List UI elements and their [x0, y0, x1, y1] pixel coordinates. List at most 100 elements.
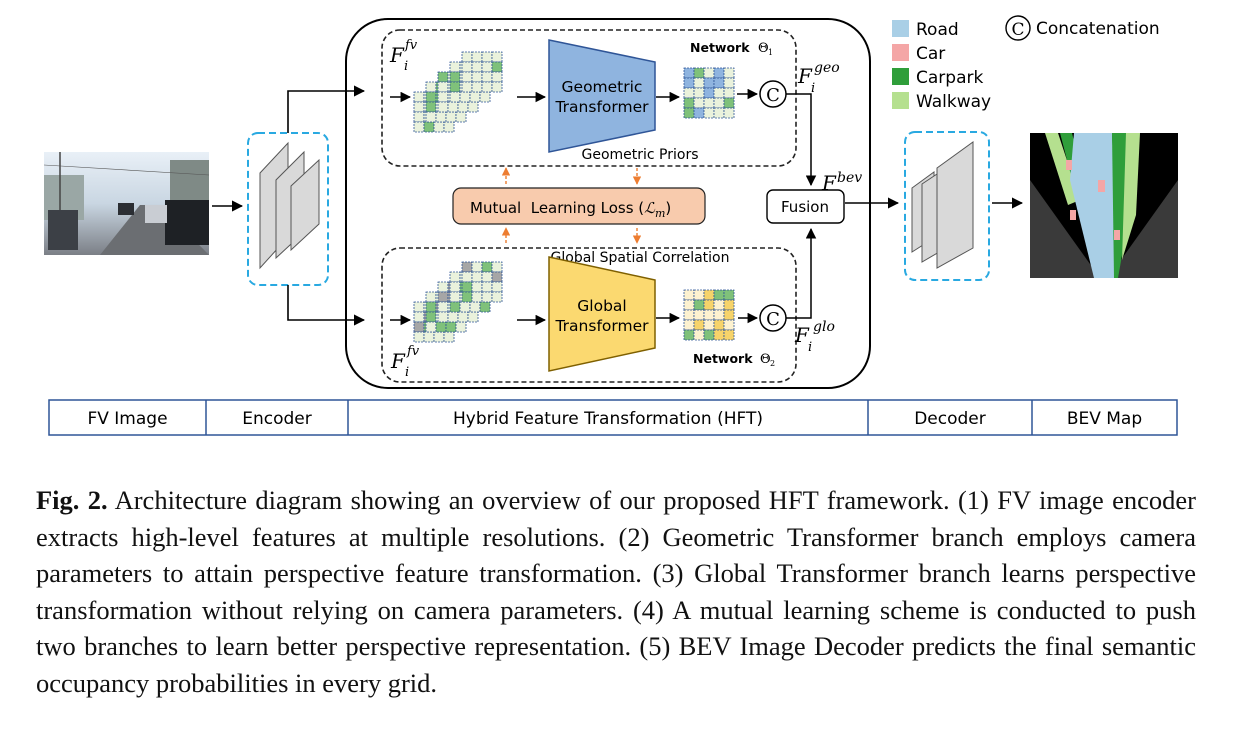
- feature-cell: [459, 301, 471, 313]
- output-cell: [723, 67, 735, 79]
- feature-cell: [413, 321, 425, 333]
- global-output-sub: i: [808, 340, 812, 355]
- concat-global-symbol: C: [766, 309, 780, 330]
- feature-cell: [447, 311, 459, 323]
- feature-cell: [461, 51, 473, 63]
- figure-caption: Fig. 2. Architecture diagram showing an …: [36, 482, 1196, 701]
- output-cell: [683, 77, 695, 89]
- feature-cell: [455, 111, 467, 123]
- global-output-sup: glo: [813, 319, 835, 335]
- feature-cell: [461, 61, 473, 73]
- feature-cell: [425, 291, 437, 303]
- feature-cell: [449, 61, 461, 73]
- output-cell: [723, 299, 735, 311]
- output-cell: [723, 289, 735, 301]
- concat-legend-icon: [1005, 15, 1031, 41]
- geometric-input-sup: fv: [404, 38, 418, 53]
- encoder-block: [247, 132, 329, 286]
- output-cell: [683, 107, 695, 119]
- feature-cell: [425, 311, 437, 323]
- feature-cell: [437, 291, 449, 303]
- mutual-loss-sub: m: [655, 207, 665, 220]
- output-cell: [713, 107, 725, 119]
- feature-cell: [471, 281, 483, 293]
- feature-cell: [413, 101, 425, 113]
- feature-cell: [449, 281, 461, 293]
- feature-cell: [437, 301, 449, 313]
- stage-label: FV Image: [87, 409, 167, 429]
- feature-cell: [471, 291, 483, 303]
- feature-cell: [467, 101, 479, 113]
- mutual-learning-loss-box: [452, 187, 706, 225]
- feature-cell: [435, 111, 447, 123]
- feature-cell: [491, 281, 503, 293]
- output-cell: [703, 299, 715, 311]
- concat-legend-label: Concatenation: [1036, 19, 1160, 39]
- feature-cell: [459, 91, 471, 103]
- feature-cell: [461, 291, 473, 303]
- geometric-output-sup: geo: [814, 60, 840, 76]
- feature-cell: [425, 111, 437, 123]
- feature-cell: [471, 81, 483, 93]
- legend-swatch: [892, 44, 909, 61]
- stage-label: BEV Map: [1067, 409, 1142, 429]
- feature-cell: [433, 121, 445, 133]
- feature-cell: [449, 271, 461, 283]
- output-cell: [723, 87, 735, 99]
- output-cell: [713, 309, 725, 321]
- output-cell: [723, 309, 735, 321]
- output-cell: [703, 329, 715, 341]
- feature-cell: [457, 101, 469, 113]
- output-cell: [703, 67, 715, 79]
- feature-cell: [491, 291, 503, 303]
- mutual-loss-symbol: ℒ: [644, 199, 656, 217]
- hft-architecture-diagram: F fv i Geometric Transformer Network Θ 1…: [43, 15, 1178, 436]
- output-cell: [723, 329, 735, 341]
- output-cell: [713, 87, 725, 99]
- feature-cell: [437, 81, 449, 93]
- mutual-loss-text: Mutual Learning Loss (ℒm): [470, 199, 671, 220]
- fusion-label: Fusion: [781, 198, 829, 216]
- feature-cell: [481, 81, 493, 93]
- feature-cell: [447, 101, 459, 113]
- bev-map-image: [1030, 133, 1178, 278]
- output-cell: [713, 329, 725, 341]
- output-cell: [693, 77, 705, 89]
- feature-cell: [445, 321, 457, 333]
- feature-cell: [461, 71, 473, 83]
- output-cell: [693, 107, 705, 119]
- output-cell: [683, 87, 695, 99]
- feature-cell: [425, 81, 437, 93]
- feature-cell: [491, 81, 503, 93]
- output-cell: [723, 97, 735, 109]
- output-cell: [683, 67, 695, 79]
- output-cell: [703, 319, 715, 331]
- network-1-label: Network: [690, 40, 750, 55]
- feature-cell: [413, 311, 425, 323]
- feature-cell: [461, 281, 473, 293]
- stage-label: Encoder: [242, 409, 312, 429]
- feature-cell: [413, 111, 425, 123]
- feature-cell: [449, 301, 461, 313]
- network-2-theta: Θ: [760, 352, 771, 367]
- feature-cell: [443, 331, 455, 343]
- output-cell: [723, 319, 735, 331]
- output-cell: [683, 97, 695, 109]
- feature-cell: [481, 291, 493, 303]
- geometric-output-sub: i: [811, 81, 815, 96]
- output-cell: [713, 97, 725, 109]
- output-cell: [693, 87, 705, 99]
- output-cell: [713, 319, 725, 331]
- output-cell: [713, 77, 725, 89]
- geometric-transformer-line1: Geometric: [562, 78, 643, 96]
- feature-cell: [467, 311, 479, 323]
- legend-label: Car: [916, 44, 945, 64]
- feature-cell: [437, 281, 449, 293]
- global-input-sup: fv: [406, 344, 420, 359]
- feature-cell: [491, 61, 503, 73]
- output-cell: [723, 77, 735, 89]
- feature-cell: [445, 111, 457, 123]
- feature-cell: [491, 51, 503, 63]
- feature-cell: [437, 101, 449, 113]
